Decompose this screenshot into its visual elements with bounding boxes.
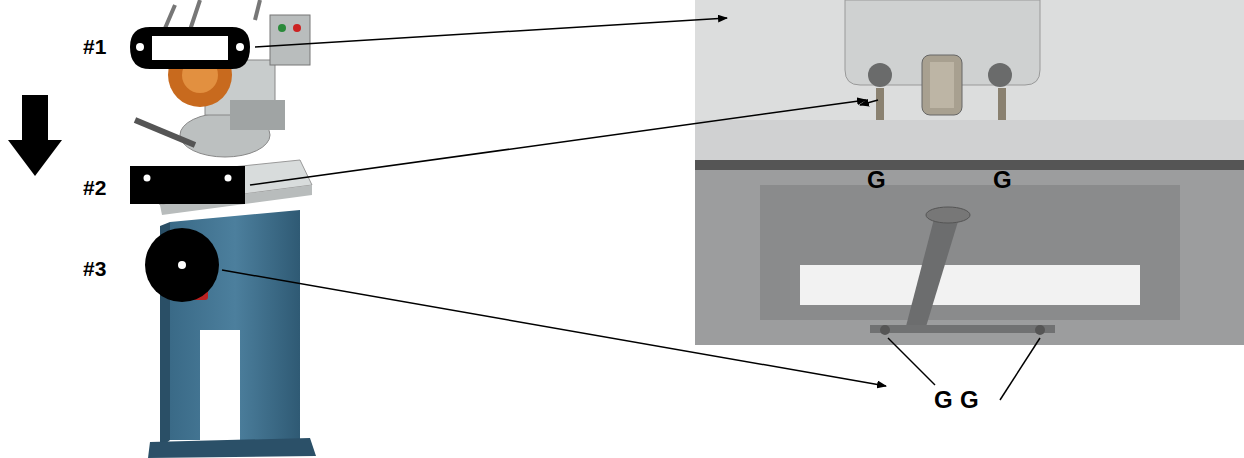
callout-number: #1 [83, 36, 106, 57]
callout-number: #2 [83, 177, 106, 198]
gasket-label: G [960, 388, 979, 412]
gasket-1 [130, 27, 250, 69]
gasket-label: G [867, 168, 886, 192]
photo [695, 0, 1244, 345]
gasket-2 [130, 166, 245, 204]
down-arrow [8, 95, 62, 176]
gasket-label: G [934, 388, 953, 412]
gasket-3 [145, 228, 219, 302]
gasket-label: G [993, 168, 1012, 192]
leader-lines [222, 18, 1040, 400]
callout-number: #3 [83, 258, 106, 279]
